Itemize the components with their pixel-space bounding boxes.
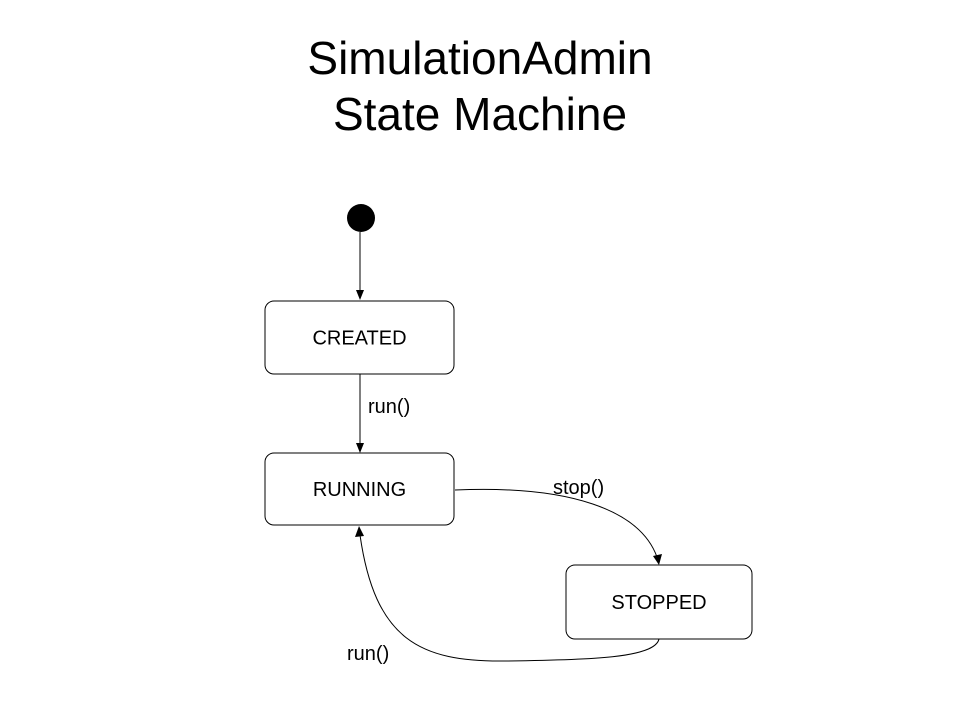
transition-running-stopped-arrowhead: [653, 554, 662, 565]
state-running-box: [264, 452, 455, 526]
state-stopped: STOPPED: [565, 564, 753, 640]
transition-stopped-running-arrowhead: [355, 526, 364, 537]
initial-transition-arrowhead: [356, 290, 364, 300]
transition-running-stopped-label: stop(): [553, 477, 604, 499]
transition-running-stopped-line: [454, 488, 658, 558]
transition-stopped-running-label: run(): [347, 643, 389, 665]
diagram-title: SimulationAdmin State Machine: [0, 30, 960, 142]
state-running-label: RUNNING: [313, 479, 406, 501]
title-line-1: SimulationAdmin: [307, 32, 653, 84]
state-created-label: CREATED: [312, 328, 406, 350]
transition-created-running-arrowhead: [356, 443, 364, 453]
initial-state-marker: [347, 204, 375, 232]
state-stopped-label: STOPPED: [611, 592, 706, 614]
transition-stopped-running-line: [359, 534, 660, 662]
transition-created-running-label: run(): [368, 396, 410, 418]
title-line-2: State Machine: [332, 88, 628, 140]
state-created: CREATED: [264, 300, 455, 375]
state-running: RUNNING: [264, 452, 455, 526]
